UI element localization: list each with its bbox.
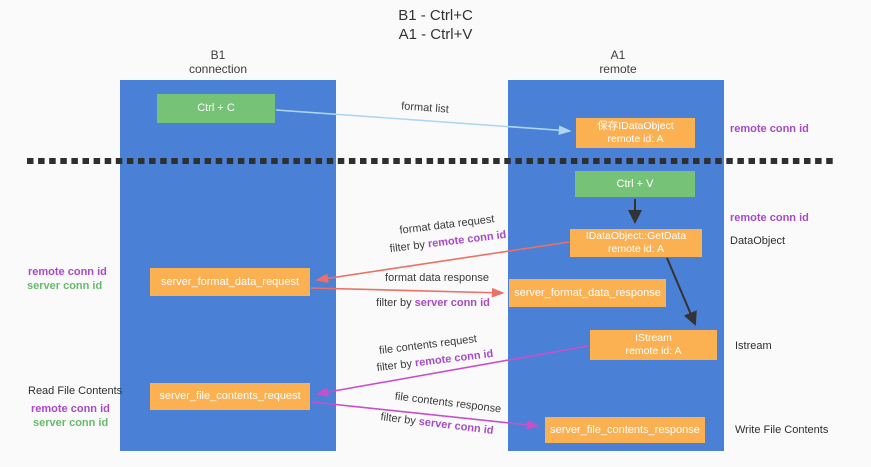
node-istream: IStream remote id: A — [590, 330, 717, 360]
label-file-contents-response-text: file contents response — [394, 390, 502, 416]
node-getdata-line1: IDataObject::GetData — [585, 230, 687, 242]
node-save-idataobject-line1: 保存IDataObject — [597, 120, 674, 132]
node-server-format-data-response: server_format_data_response — [509, 279, 666, 307]
side-label-remote-conn-id-left1: remote conn id — [28, 266, 107, 278]
lane-a1-name: A1 — [610, 48, 626, 62]
side-label-server-conn-id-left1: server conn id — [27, 280, 103, 292]
node-ctrl-c: Ctrl + C — [157, 94, 275, 123]
node-ctrl-v-label: Ctrl + V — [616, 177, 654, 190]
node-ctrl-v: Ctrl + V — [575, 171, 695, 197]
side-label-server-conn-id-left2: server conn id — [33, 417, 109, 429]
title-line-a1: A1 - Ctrl+V — [398, 26, 473, 43]
diagram-title: B1 - Ctrl+C A1 - Ctrl+V — [0, 6, 871, 44]
side-label-istream: Istream — [735, 340, 772, 352]
node-save-idataobject-line2: remote id: A — [607, 133, 664, 145]
filter-by-prefix: filter by — [389, 238, 429, 256]
node-server-file-contents-response: server_file_contents_response — [545, 417, 705, 443]
remote-conn-id-highlight: remote conn id — [427, 228, 507, 251]
node-ctrl-c-label: Ctrl + C — [197, 102, 235, 114]
side-label-remote-conn-id-left2: remote conn id — [31, 403, 110, 415]
node-save-idataobject: 保存IDataObject remote id: A — [576, 118, 695, 148]
node-server-format-data-request: server_format_data_request — [150, 268, 310, 296]
lane-b1-name: B1 — [210, 48, 226, 62]
filter-by-prefix: filter by — [379, 411, 420, 428]
server-conn-id-highlight: server conn id — [414, 297, 490, 309]
label-filter-by-server-conn-id-file: filter by server conn id — [380, 411, 494, 437]
node-getdata-line2: remote id: A — [607, 243, 665, 255]
node-sfcreq-label: server_file_contents_request — [159, 390, 301, 402]
node-istream-line2: remote id: A — [625, 345, 682, 357]
side-label-write-file-contents: Write File Contents — [735, 424, 829, 436]
side-label-remote-conn-id-top: remote conn id — [730, 123, 809, 135]
label-format-list-text: format list — [400, 100, 450, 116]
lane-header-a1: A1 remote — [558, 48, 678, 76]
side-label-read-file-contents: Read File Contents — [28, 385, 123, 397]
side-label-dataobject: DataObject — [730, 235, 786, 247]
node-server-file-contents-request: server_file_contents_request — [150, 383, 310, 410]
server-conn-id-highlight: server conn id — [418, 415, 495, 437]
title-line-b1: B1 - Ctrl+C — [398, 7, 473, 24]
lane-a1-role: remote — [599, 62, 637, 76]
node-sfdreq-label: server_format_data_request — [160, 275, 300, 288]
label-format-data-response-text: format data response — [385, 272, 489, 284]
lane-b1-role: connection — [188, 62, 248, 76]
node-istream-line1: IStream — [635, 332, 672, 344]
side-label-remote-conn-id-mid: remote conn id — [730, 212, 809, 224]
label-file-contents-response: file contents response — [394, 391, 502, 416]
node-sfcresp-label: server_file_contents_response — [550, 423, 700, 436]
filter-by-prefix: filter by — [376, 357, 416, 375]
arrow-format-data-response — [310, 287, 505, 298]
lane-header-b1: B1 connection — [158, 48, 278, 76]
node-idataobject-getdata: IDataObject::GetData remote id: A — [570, 229, 702, 257]
filter-by-prefix: filter by — [376, 297, 415, 309]
label-format-list: format list — [401, 100, 449, 115]
label-format-data-response: format data response — [385, 272, 489, 284]
label-filter-by-server-conn-id-format: filter by server conn id — [376, 297, 490, 309]
node-sfdresp-label: server_format_data_response — [514, 286, 661, 299]
